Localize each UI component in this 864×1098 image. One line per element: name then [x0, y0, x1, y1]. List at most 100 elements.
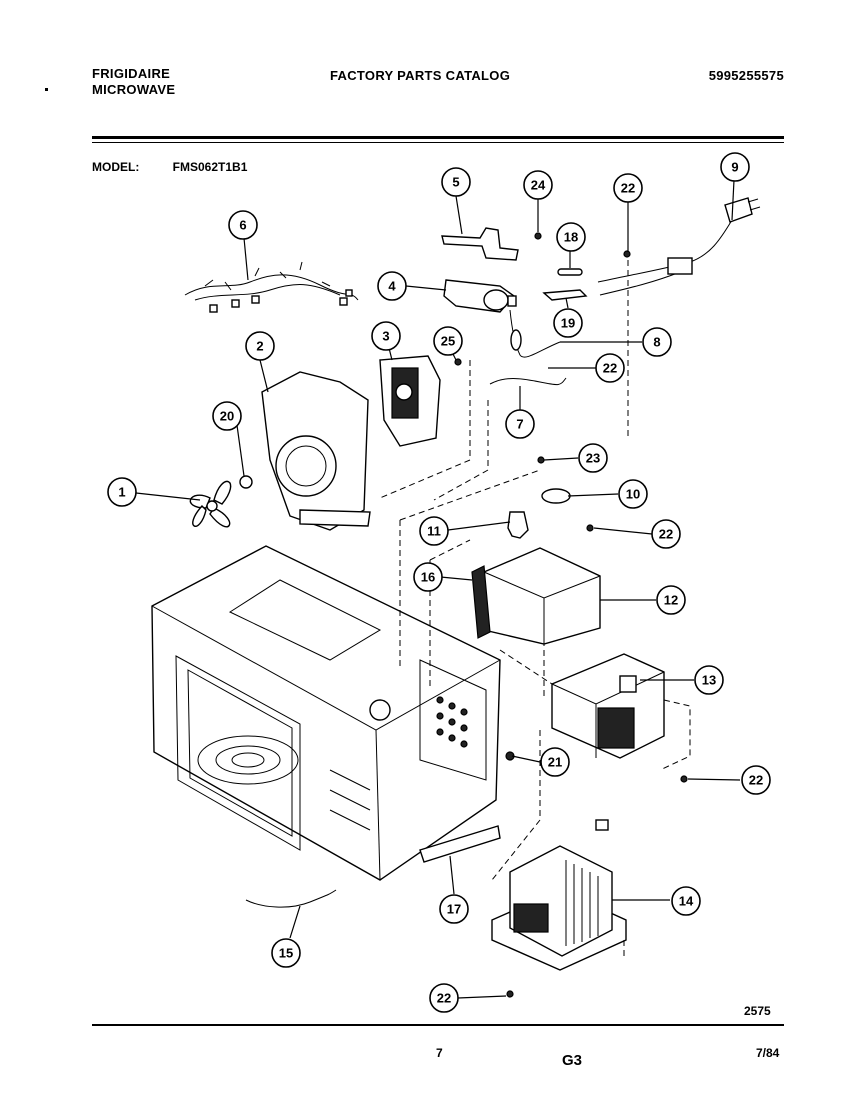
svg-text:25: 25 [441, 334, 455, 349]
svg-text:23: 23 [586, 451, 600, 466]
screw-22a [623, 250, 631, 258]
leader-lines [135, 179, 741, 999]
callout-4: 4 [377, 271, 407, 301]
callout-18: 18 [556, 222, 586, 252]
callout-10: 10 [618, 479, 648, 509]
svg-text:13: 13 [702, 673, 716, 688]
scan-speck [45, 88, 48, 91]
svg-text:9: 9 [731, 160, 738, 175]
svg-text:18: 18 [564, 230, 578, 245]
header-rule-thick [92, 136, 784, 139]
svg-text:21: 21 [548, 755, 562, 770]
screw-25 [454, 358, 462, 366]
screw-22d [680, 775, 688, 783]
assembly-lines [379, 260, 691, 960]
fuse-holder-part [542, 289, 588, 301]
callout-20: 20 [212, 401, 242, 431]
callout-13: 13 [694, 665, 724, 695]
svg-text:2: 2 [256, 339, 263, 354]
lower-lead-wire-part [245, 889, 337, 908]
fan-motor-part [379, 355, 441, 447]
callout-17: 17 [439, 894, 469, 924]
svg-text:6: 6 [239, 218, 246, 233]
svg-text:22: 22 [749, 773, 763, 788]
svg-text:22: 22 [437, 991, 451, 1006]
fan-blade-part [189, 480, 232, 528]
drawing-number: 2575 [744, 1004, 771, 1018]
callout-14: 14 [671, 886, 701, 916]
svg-text:5: 5 [452, 175, 459, 190]
screw-22c [586, 524, 594, 532]
callout-22-lower: 22 [741, 765, 771, 795]
model-label: MODEL: [92, 160, 140, 174]
callout-16: 16 [413, 562, 443, 592]
page-number: 7 [436, 1046, 443, 1060]
callout-9: 9 [720, 152, 750, 182]
footer-rule [92, 1024, 784, 1026]
brand-block: FRIGIDAIRE MICROWAVE [92, 66, 175, 98]
cabinet-part [151, 545, 501, 881]
svg-text:8: 8 [653, 335, 660, 350]
brand-line-1: FRIGIDAIRE [92, 66, 171, 81]
model-value: FMS062T1B1 [172, 160, 248, 174]
lamp-socket-part [507, 511, 529, 539]
svg-text:4: 4 [388, 279, 396, 294]
transformer-part [491, 819, 627, 971]
svg-text:12: 12 [664, 593, 678, 608]
fuse-lead-part [509, 309, 561, 358]
callout-8: 8 [642, 327, 672, 357]
callout-1: 1 [107, 477, 137, 507]
svg-text:14: 14 [679, 894, 694, 909]
svg-text:3: 3 [382, 329, 389, 344]
screw-22e [506, 990, 514, 998]
svg-text:10: 10 [626, 487, 640, 502]
waveguide-part [471, 547, 601, 645]
callout-5: 5 [441, 167, 471, 197]
svg-text:1: 1 [118, 485, 125, 500]
brand-line-2: MICROWAVE [92, 82, 176, 97]
svg-text:22: 22 [621, 181, 635, 196]
callout-22-right: 22 [651, 519, 681, 549]
callout-19: 19 [553, 308, 583, 338]
svg-text:24: 24 [531, 178, 546, 193]
callout-21: 21 [540, 747, 570, 777]
svg-text:17: 17 [447, 902, 461, 917]
callout-15: 15 [271, 938, 301, 968]
callout-22-top: 22 [613, 173, 643, 203]
callout-6: 6 [228, 210, 258, 240]
callout-22-bottom: 22 [429, 983, 459, 1013]
svg-text:19: 19 [561, 316, 575, 331]
svg-text:22: 22 [659, 527, 673, 542]
callout-3: 3 [371, 321, 401, 351]
thermostat-part [541, 488, 571, 504]
header-rule-thin [92, 142, 784, 143]
screw-24 [534, 232, 542, 240]
wire-harness-part [184, 261, 359, 313]
callout-25: 25 [433, 326, 463, 356]
callout-7: 7 [505, 409, 535, 439]
model-line: MODEL: FMS062T1B1 [92, 160, 277, 174]
svg-text:15: 15 [279, 946, 293, 961]
power-cord-part [597, 197, 761, 296]
callout-23: 23 [578, 443, 608, 473]
callout-24: 24 [523, 170, 553, 200]
svg-text:11: 11 [427, 524, 441, 539]
catalog-number: 5995255575 [708, 68, 784, 83]
screw-23 [537, 456, 545, 464]
svg-text:22: 22 [603, 361, 617, 376]
capacitor-part [443, 279, 517, 313]
magnetron-part [551, 653, 665, 759]
washer-part [239, 475, 253, 489]
fan-duct-part [261, 371, 371, 531]
section-code: G3 [562, 1052, 583, 1069]
fuse-part [557, 268, 583, 276]
callout-2: 2 [245, 331, 275, 361]
callout-11: 11 [419, 516, 449, 546]
svg-text:20: 20 [220, 409, 234, 424]
capacitor-bracket-part [441, 227, 519, 261]
callout-12: 12 [656, 585, 686, 615]
callout-22-mid: 22 [595, 353, 625, 383]
catalog-title: FACTORY PARTS CATALOG [330, 68, 511, 83]
revision-date: 7/84 [756, 1046, 780, 1060]
